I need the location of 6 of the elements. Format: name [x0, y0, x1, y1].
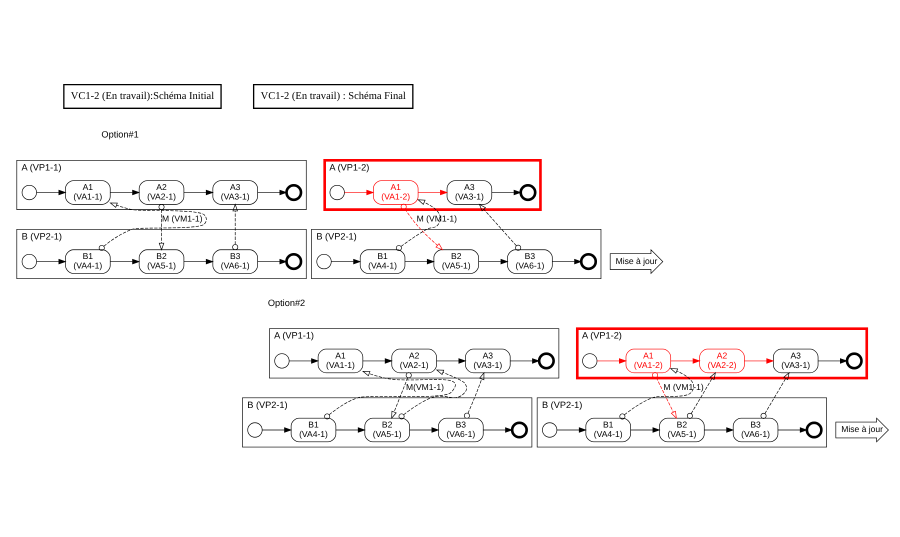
edge-label: M (VM1-1) — [416, 214, 458, 224]
edge-label: M (VM1-1) — [663, 382, 704, 392]
edge-label: M (VM1-1) — [162, 214, 202, 224]
edge-label: M(VM1-1) — [406, 382, 444, 392]
label: Option#2 — [268, 298, 306, 308]
label: Option#1 — [101, 130, 139, 140]
